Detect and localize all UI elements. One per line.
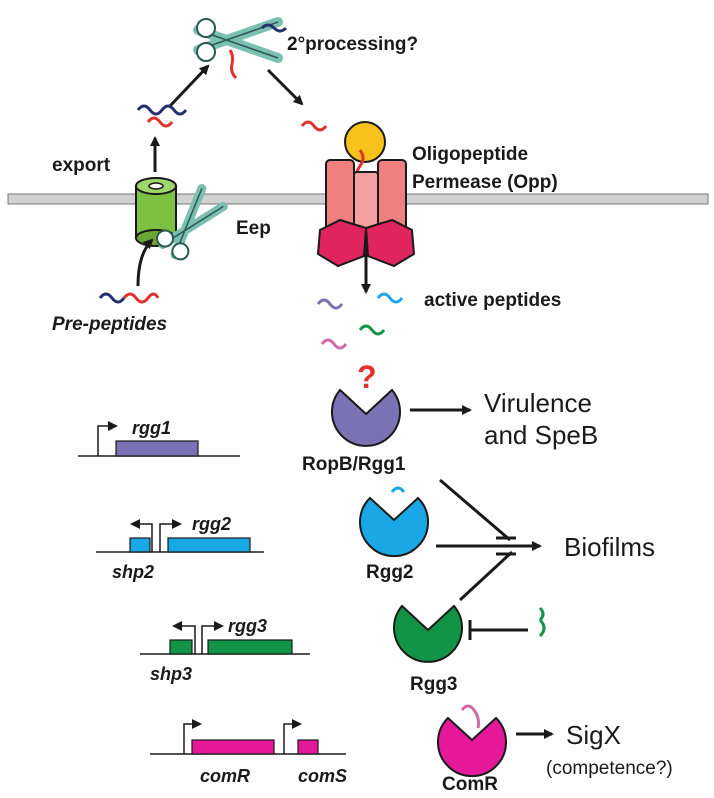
- opp-permease-icon: [316, 121, 416, 268]
- rgg3-gene-label: rgg3: [228, 616, 267, 636]
- rgg2-label: Rgg2: [366, 562, 414, 583]
- eep-scissors-icon: [156, 183, 228, 261]
- prepeptides-label: Pre-peptides: [52, 314, 167, 335]
- processed-peptide: [300, 120, 328, 132]
- biofilms-label: Biofilms: [564, 532, 655, 562]
- comr-label: ComR: [442, 774, 498, 795]
- ropb-rgg1-icon: [331, 388, 401, 447]
- export-label: export: [52, 155, 111, 176]
- shp3-gene-label: shp3: [150, 664, 192, 684]
- eep-transporter-icon: [135, 177, 177, 247]
- gene-rgg1: [78, 421, 240, 457]
- rgg3-icon: [393, 604, 463, 663]
- rgg1-gene-label: rgg1: [132, 418, 171, 438]
- question-mark: ?: [357, 359, 377, 395]
- shp2-gene-label: shp2: [112, 562, 154, 582]
- active-peptides-label: active peptides: [424, 290, 561, 311]
- processing-label: 2°processing?: [287, 34, 418, 55]
- comr-gene-label: comR: [200, 766, 250, 786]
- sigx-line2: (competence?): [546, 758, 673, 779]
- opp-label-line2: Permease (Opp): [412, 172, 558, 193]
- rgg2-icon: [359, 486, 429, 557]
- inhibition-arrow: [468, 606, 546, 640]
- virulence-line1: Virulence: [484, 388, 592, 418]
- rgg2-gene-label: rgg2: [192, 514, 231, 534]
- import-arrow: [136, 238, 154, 287]
- pre-peptide: [98, 292, 160, 304]
- sigx-line1: SigX: [566, 720, 621, 750]
- eep-label: Eep: [236, 218, 271, 239]
- gene-rgg3-shp3: [140, 621, 310, 655]
- active-peptides-icon: [316, 292, 404, 350]
- ropb-label: RopB/Rgg1: [302, 454, 406, 475]
- gene-comr-coms: [150, 719, 346, 755]
- gene-rgg2-shp2: [96, 519, 264, 553]
- scissors-icon: [193, 17, 288, 80]
- coms-gene-label: comS: [298, 766, 347, 786]
- rgg3-label: Rgg3: [410, 674, 458, 695]
- biofilm-regulation-lines: [436, 478, 542, 602]
- opp-label-line1: Oligopeptide: [412, 144, 528, 165]
- exported-peptide: [136, 104, 188, 128]
- flow-arrows: [150, 64, 304, 172]
- virulence-line2: and SpeB: [484, 420, 598, 450]
- comr-icon: [437, 704, 507, 777]
